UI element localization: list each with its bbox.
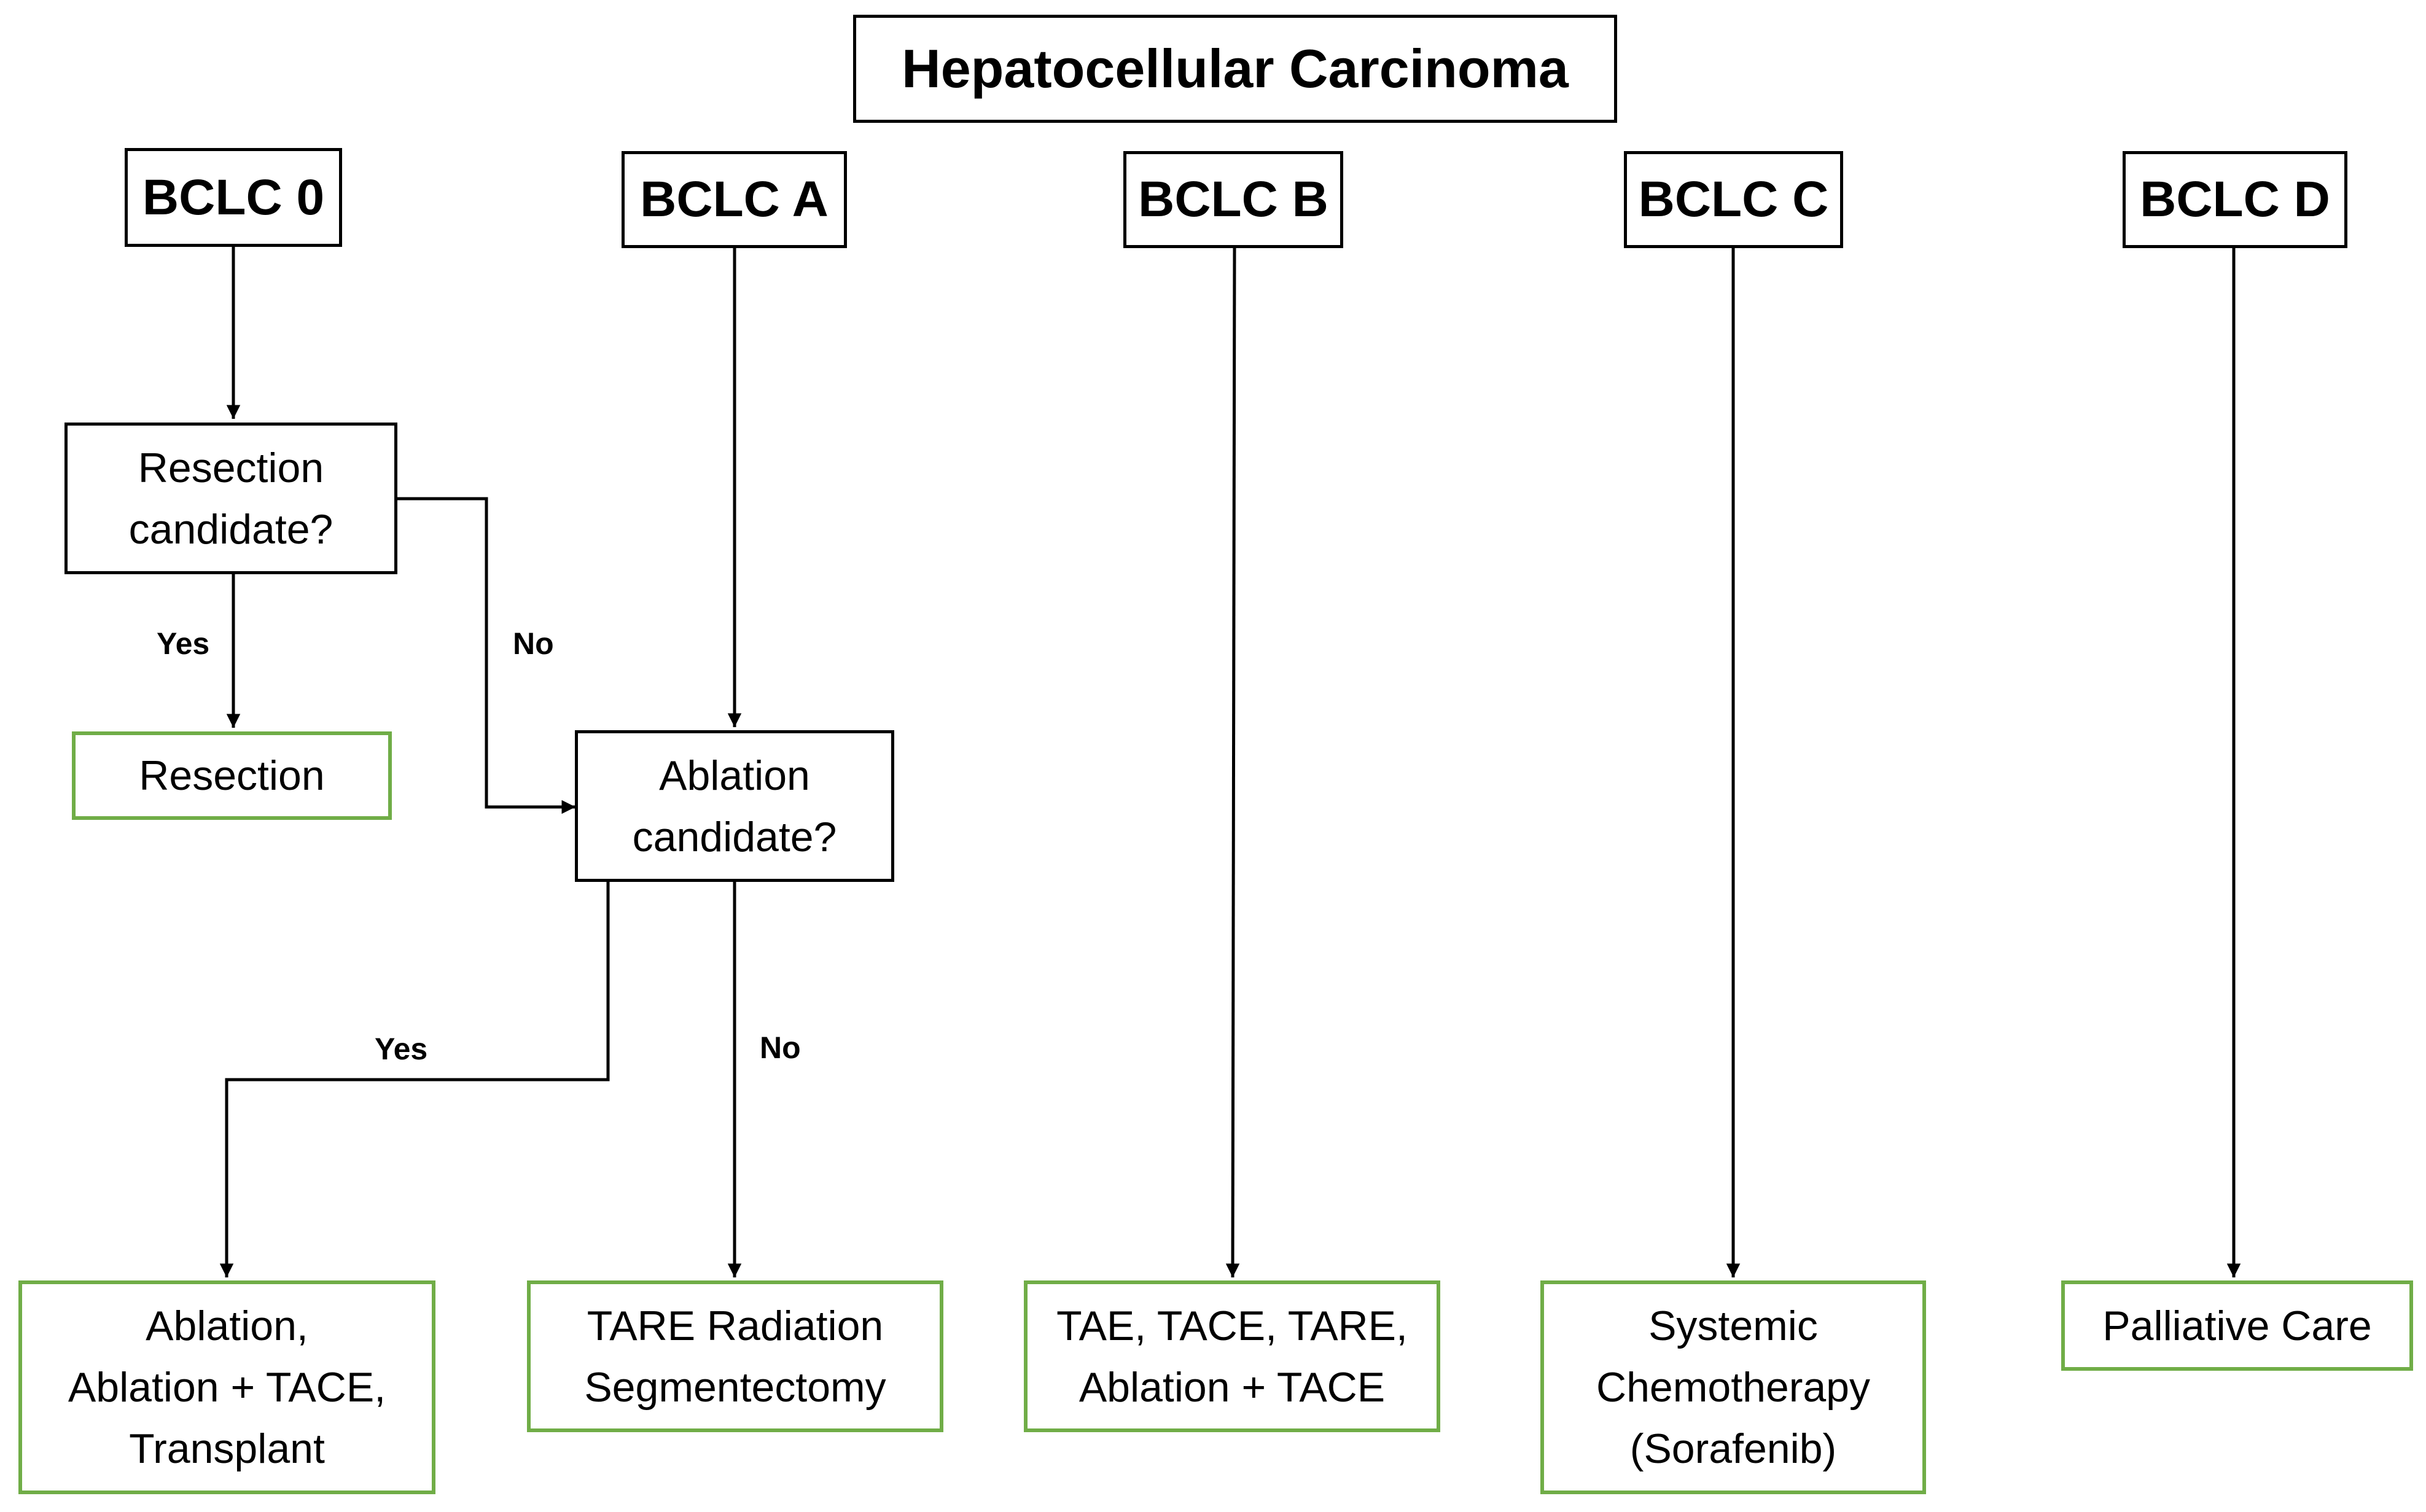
edge-label-resection-no: No — [513, 626, 554, 661]
arrow-resection-no — [397, 497, 575, 814]
edge-label-ablation-no: No — [760, 1031, 801, 1065]
outcome-systemic-chemotherapy: Systemic Chemotherapy (Sorafenib) — [1540, 1280, 1926, 1494]
ablation-candidate-decision: Ablation candidate? — [575, 730, 894, 882]
stage-bclc-b: BCLC B — [1123, 151, 1343, 248]
stage-bclc-d: BCLC D — [2123, 151, 2347, 248]
outcome-tare-segmentectomy: TARE Radiation Segmentectomy — [527, 1280, 943, 1432]
arrow-bclcb-to-treatment — [1225, 247, 1240, 1278]
edge-label-resection-yes: Yes — [157, 626, 210, 661]
stage-bclc-c: BCLC C — [1624, 151, 1843, 248]
outcome-ablation-transplant: Ablation, Ablation + TACE, Transplant — [18, 1280, 435, 1494]
stage-bclc-a: BCLC A — [622, 151, 847, 248]
stage-bclc-0: BCLC 0 — [125, 148, 342, 247]
outcome-tae-tace-tare: TAE, TACE, TARE, Ablation + TACE — [1024, 1280, 1440, 1432]
outcome-palliative-care: Palliative Care — [2061, 1280, 2413, 1371]
outcome-resection: Resection — [72, 731, 392, 820]
resection-candidate-decision: Resection candidate? — [64, 423, 397, 574]
edge-label-ablation-yes: Yes — [375, 1032, 428, 1066]
diagram-title: Hepatocellular Carcinoma — [853, 15, 1617, 123]
arrow-ablation-yes — [219, 882, 610, 1277]
